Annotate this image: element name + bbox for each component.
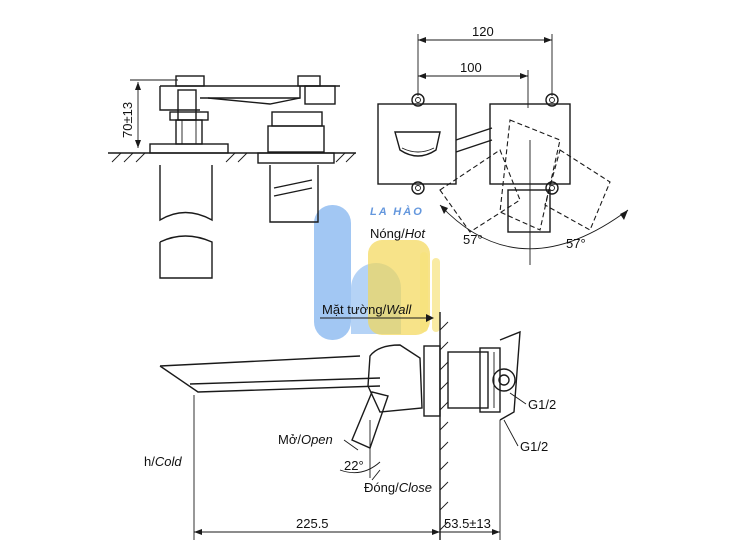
angle-left-label: 57° <box>463 232 483 247</box>
lever-angle-label: 22° <box>344 458 364 473</box>
watermark-text: LA HÀO <box>370 205 424 218</box>
width-outer-dimension: 120 <box>472 24 494 39</box>
thread-bottom-label: G1/2 <box>520 439 548 454</box>
height-dimension: 70±13 <box>120 102 135 138</box>
hot-label: Nóng/Hot <box>370 226 426 241</box>
width-inner-dimension: 100 <box>460 60 482 75</box>
angle-right-label: 57° <box>566 236 586 251</box>
watermark-logo: LA HÀO <box>314 205 440 340</box>
open-label: Mở/Open <box>278 432 333 447</box>
cold-label: h/Cold <box>144 454 182 469</box>
wall-label: Mặt tường/Wall <box>322 302 412 317</box>
thread-top-label: G1/2 <box>528 397 556 412</box>
spout-length-dimension: 225.5 <box>296 516 329 531</box>
side-view: 70±13 <box>108 75 356 279</box>
front-view: 120 100 57° 57° Nóng/Hot <box>370 24 629 265</box>
wall-depth-dimension: 53.5±13 <box>444 516 491 531</box>
spout-section: Mặt tường/Wall G1/2 G1/2 Mở/Open 22° Đón… <box>144 302 556 540</box>
close-label: Đóng/Close <box>364 480 432 495</box>
